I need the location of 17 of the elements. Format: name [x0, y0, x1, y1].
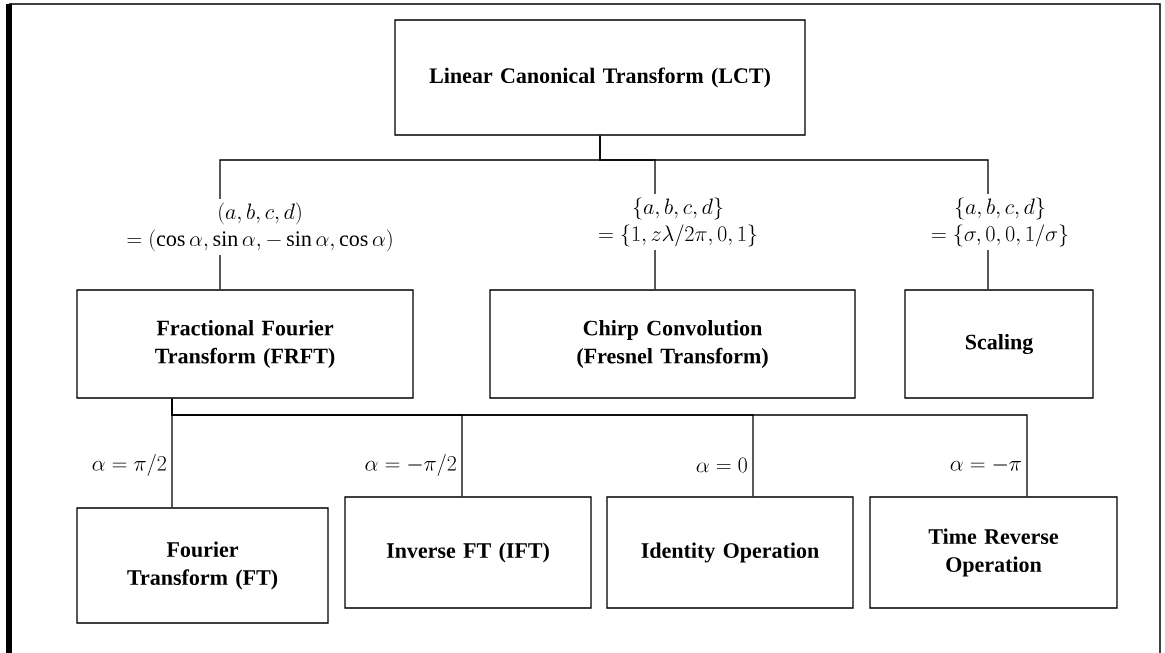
process-box: Fourier Transform (FT): [76, 507, 329, 624]
edge-label: $\begin{array}{c}(a, b, c, d)\\ =(\cos\alpha, \sin\alpha, -\sin\alpha, \cos\alpha)\end{array}$: [120, 199, 400, 255]
edge-label: $\begin{array}{c}\{a, b, c, d\}\\ =\{\sigma, 0, 0, 1/\sigma\}\end{array}$: [924, 194, 1076, 250]
process-box: Identity Operation: [606, 496, 854, 609]
process-box: Linear Canonical Transform (LCT): [394, 19, 806, 136]
process-box: Time Reverse Operation: [869, 496, 1118, 609]
edge-label: $\begin{array}{c}\{a, b, c, d\}\\ =\{1, z\lambda/2\pi, 0, 1\}\end{array}$: [592, 194, 764, 250]
edge-label: $\alpha = -\pi/2$: [363, 453, 458, 477]
process-box: Fractional Fourier Transform (FRFT): [76, 289, 414, 399]
process-box: Chirp Convolution (Fresnel Transform): [489, 289, 856, 399]
process-box: Inverse FT (IFT): [344, 496, 592, 609]
process-box: Scaling: [904, 289, 1094, 399]
edge-label: $\alpha = \pi/2$: [90, 453, 168, 477]
connector-line: [171, 398, 1028, 497]
connector-line: [599, 135, 989, 290]
edge-label: $\alpha = 0$: [694, 456, 749, 474]
edge-label: $\alpha = -\pi$: [948, 456, 1023, 474]
